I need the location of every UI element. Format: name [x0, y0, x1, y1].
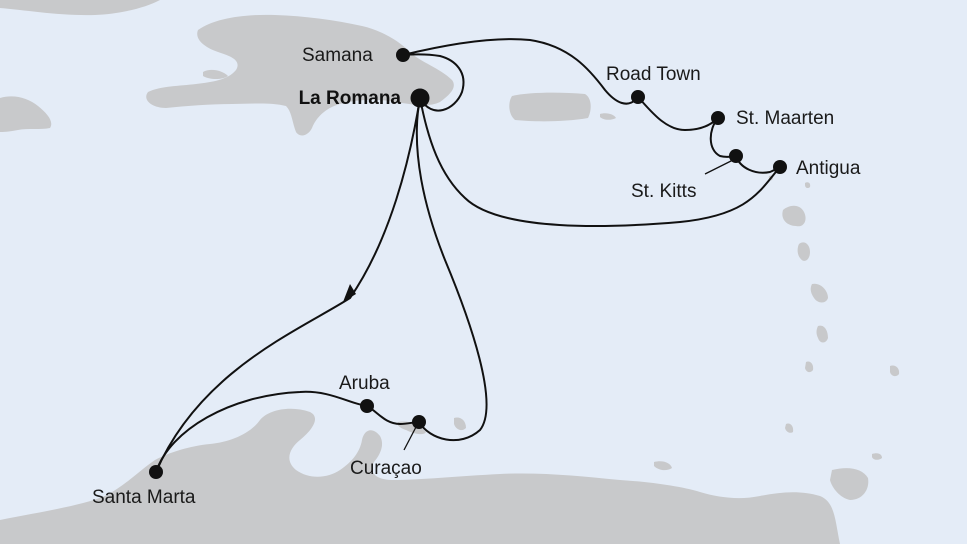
- vieques-island: [600, 113, 616, 120]
- port-marker-antigua[interactable]: [773, 160, 787, 174]
- puerto-rico-landmass: [509, 92, 591, 122]
- margarita-island: [654, 461, 672, 471]
- st-kitts-leader-line: [704, 159, 734, 175]
- hispaniola-landmass: [146, 14, 454, 136]
- cruise-routes: [155, 38, 781, 473]
- port-label-st-kitts: St. Kitts: [631, 181, 696, 202]
- tobago-island: [872, 453, 882, 460]
- route-curacao-la-romana: [415, 97, 488, 441]
- port-labels: La Romana Samana Road Town St. Maarten S…: [92, 45, 861, 508]
- cuba-landmass: [0, 0, 160, 16]
- lesser-antilles-barbados: [890, 365, 900, 377]
- route-samana-road-town: [402, 38, 639, 105]
- port-label-st-maarten: St. Maarten: [736, 108, 834, 129]
- port-marker-aruba[interactable]: [360, 399, 374, 413]
- lesser-antilles-st-lucia: [816, 325, 828, 343]
- south-america-landmass: [0, 408, 840, 544]
- direction-arrow-icon: [343, 284, 356, 302]
- trinidad-landmass: [830, 468, 869, 500]
- route-la-romana-santa-marta: [155, 97, 421, 473]
- route-santa-marta-aruba: [155, 390, 368, 473]
- port-markers: [149, 48, 787, 479]
- curacao-leader-line: [403, 426, 417, 451]
- port-label-curacao: Curaçao: [350, 458, 422, 479]
- port-marker-la-romana[interactable]: [410, 88, 430, 108]
- lesser-antilles-grenada: [785, 423, 794, 433]
- port-marker-road-town[interactable]: [631, 90, 645, 104]
- port-marker-st-maarten[interactable]: [711, 111, 725, 125]
- lesser-antilles-st-vincent: [805, 361, 814, 373]
- port-label-antigua: Antigua: [796, 158, 861, 179]
- port-marker-samana[interactable]: [396, 48, 410, 62]
- landmasses: [0, 0, 900, 544]
- route-road-town-st-maarten: [637, 96, 719, 131]
- port-label-santa-marta: Santa Marta: [92, 487, 196, 508]
- port-label-la-romana: La Romana: [299, 88, 402, 109]
- port-marker-curacao[interactable]: [412, 415, 426, 429]
- bonaire-island: [454, 417, 466, 431]
- leeward-islet-1: [805, 182, 811, 189]
- route-la-romana-samana-loop: [402, 53, 465, 112]
- port-marker-st-kitts[interactable]: [729, 149, 743, 163]
- route-antigua-la-romana: [419, 97, 781, 228]
- port-label-road-town: Road Town: [606, 64, 701, 85]
- gonave-island: [203, 69, 228, 79]
- lesser-antilles-martinique: [810, 283, 828, 303]
- port-marker-santa-marta[interactable]: [149, 465, 163, 479]
- jamaica-landmass: [0, 96, 52, 132]
- lesser-antilles-dominica: [797, 242, 810, 261]
- port-label-aruba: Aruba: [339, 373, 390, 394]
- lesser-antilles-guadeloupe: [782, 205, 806, 227]
- port-label-samana: Samana: [302, 45, 373, 66]
